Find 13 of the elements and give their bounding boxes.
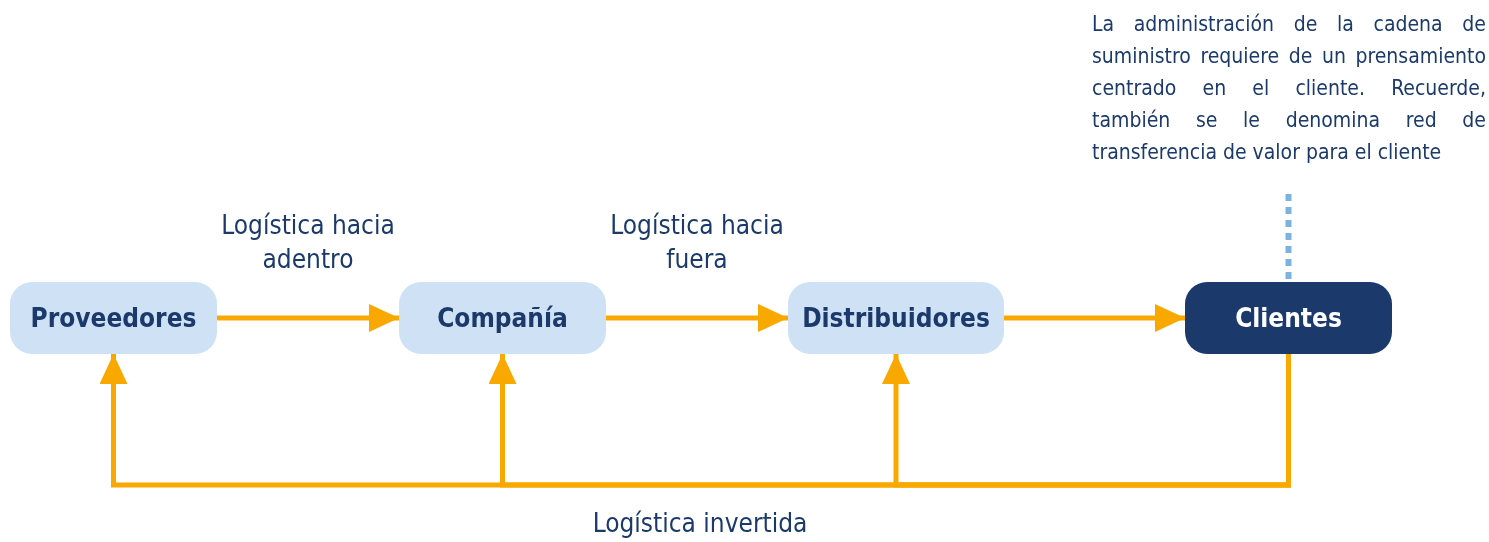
process-box: Proveedores (10, 282, 217, 354)
edge-label: Logística hacia adentro (220, 209, 396, 276)
process-box: Distribuidores (788, 282, 1004, 354)
arrow (1004, 304, 1185, 332)
process-box: Compañía (399, 282, 606, 354)
edge-label: Logística hacia fuera (609, 209, 785, 276)
arrow (882, 354, 1291, 488)
arrow (606, 304, 788, 332)
note-text: La administración de la cadena de suministro requiere de un prensamiento centrado en el cliente. Recuerde, también se le denomina red de transferencia de valor para el cliente (1092, 8, 1486, 198)
section-label: Logística invertida (591, 507, 809, 540)
arrow (217, 304, 399, 332)
dotted-line (1285, 194, 1292, 282)
process-box: Clientes (1185, 282, 1392, 354)
